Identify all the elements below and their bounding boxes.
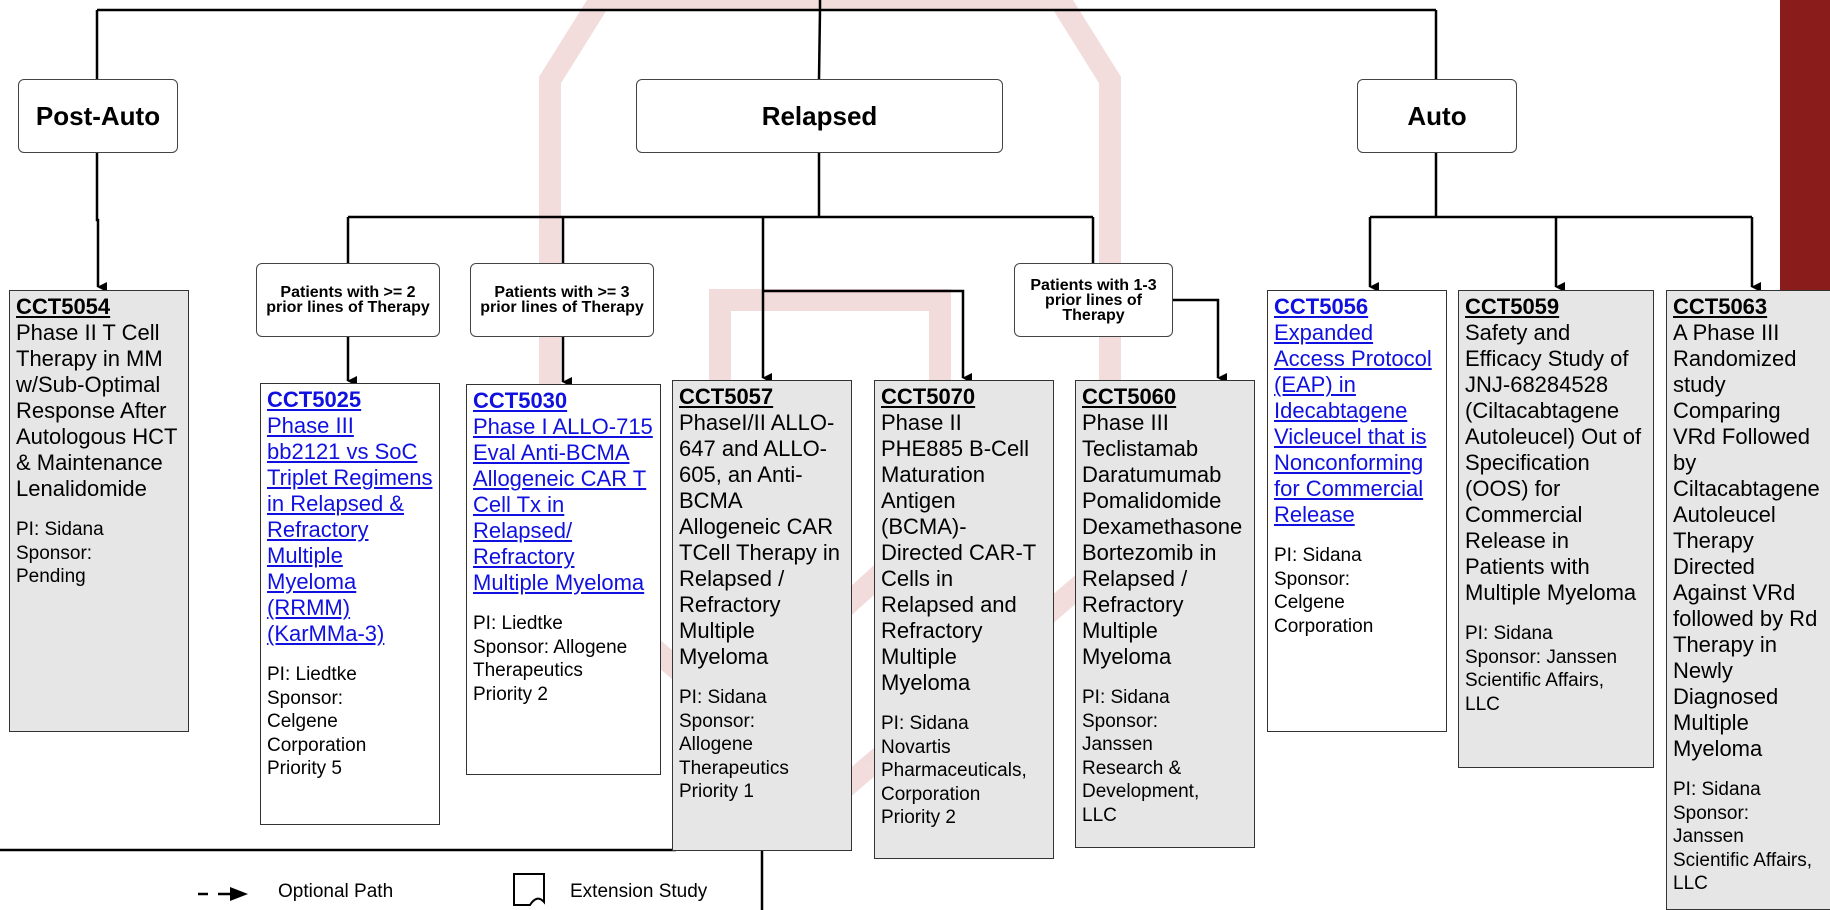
criteria-ge3-lines: Patients with >= 3 prior lines of Therap…	[470, 263, 654, 337]
trial-id: CCT5063	[1673, 294, 1768, 319]
trial-info: PI: Sidana Sponsor: Pending	[16, 519, 104, 587]
trial-info: PI: Sidana Novartis Pharmaceuticals, Cor…	[881, 713, 1027, 828]
optional-path-icon	[198, 887, 248, 901]
category-auto: Auto	[1357, 79, 1517, 153]
trial-card-cct5054: CCT5054 Phase II T Cell Therapy in MM w/…	[9, 290, 189, 732]
trial-id-link[interactable]: CCT5025	[267, 387, 362, 412]
trial-info: PI: Sidana Sponsor: Janssen Scientific A…	[1465, 623, 1618, 715]
trial-id: CCT5059	[1465, 294, 1560, 319]
trial-card-cct5056[interactable]: CCT5056 Expanded Access Protocol (EAP) i…	[1267, 290, 1447, 732]
category-relapsed: Relapsed	[636, 79, 1003, 153]
trial-title: Phase II T Cell Therapy in MM w/Sub-Opti…	[16, 320, 178, 501]
trial-id: CCT5057	[679, 384, 774, 409]
category-post-auto: Post-Auto	[18, 79, 178, 153]
trial-title-link[interactable]: Phase III bb2121 vs SoC Triplet Regimens…	[267, 413, 433, 646]
trial-info: PI: Sidana Sponsor: Janssen Research & D…	[1082, 687, 1200, 826]
trial-id-link[interactable]: CCT5030	[473, 388, 568, 413]
trial-info: PI: Liedtke Sponsor: Allogene Therapeuti…	[473, 613, 628, 705]
legend-optional-path: Optional Path	[278, 881, 394, 902]
extension-study-icon	[513, 873, 545, 906]
trial-title: Phase II PHE885 B-Cell Maturation Antige…	[881, 410, 1036, 695]
trial-id: CCT5070	[881, 384, 976, 409]
trial-id: CCT5060	[1082, 384, 1177, 409]
trial-card-cct5063: CCT5063 A Phase III Randomized study Com…	[1666, 290, 1830, 910]
trial-card-cct5057: CCT5057 PhaseI/II ALLO-647 and ALLO-605,…	[672, 380, 852, 851]
trial-info: PI: Sidana Sponsor: Allogene Therapeutic…	[679, 687, 789, 802]
trial-info: PI: Sidana Sponsor: Janssen Scientific A…	[1673, 779, 1813, 894]
trial-info: PI: Liedtke Sponsor: Celgene Corporation…	[267, 664, 367, 779]
legend-extension-study: Extension Study	[570, 881, 708, 902]
trial-title-link[interactable]: Phase I ALLO-715 Eval Anti-BCMA Allogene…	[473, 414, 653, 595]
trial-card-cct5025[interactable]: CCT5025 Phase III bb2121 vs SoC Triplet …	[260, 383, 440, 825]
trial-card-cct5059: CCT5059 Safety and Efficacy Study of JNJ…	[1458, 290, 1654, 768]
trial-id: CCT5054	[16, 294, 111, 319]
trial-card-cct5070: CCT5070 Phase II PHE885 B-Cell Maturatio…	[874, 380, 1054, 859]
trial-title: Phase III Teclistamab Daratumumab Pomali…	[1082, 410, 1243, 669]
criteria-ge2-lines: Patients with >= 2 prior lines of Therap…	[256, 263, 440, 337]
criteria-1to3-lines: Patients with 1-3 prior lines of Therapy	[1014, 263, 1173, 337]
trial-id-link[interactable]: CCT5056	[1274, 294, 1369, 319]
trial-card-cct5060: CCT5060 Phase III Teclistamab Daratumuma…	[1075, 380, 1255, 848]
trial-card-cct5030[interactable]: CCT5030 Phase I ALLO-715 Eval Anti-BCMA …	[466, 384, 661, 775]
trial-info: PI: Sidana Sponsor: Celgene Corporation	[1274, 545, 1374, 637]
accent-bar	[1780, 0, 1830, 290]
trial-title: PhaseI/II ALLO-647 and ALLO-605, an Anti…	[679, 410, 840, 669]
trial-title: A Phase III Randomized study Comparing V…	[1673, 320, 1820, 761]
trial-title-link[interactable]: Expanded Access Protocol (EAP) in Idecab…	[1274, 320, 1432, 527]
trial-title: Safety and Efficacy Study of JNJ-6828452…	[1465, 320, 1642, 605]
